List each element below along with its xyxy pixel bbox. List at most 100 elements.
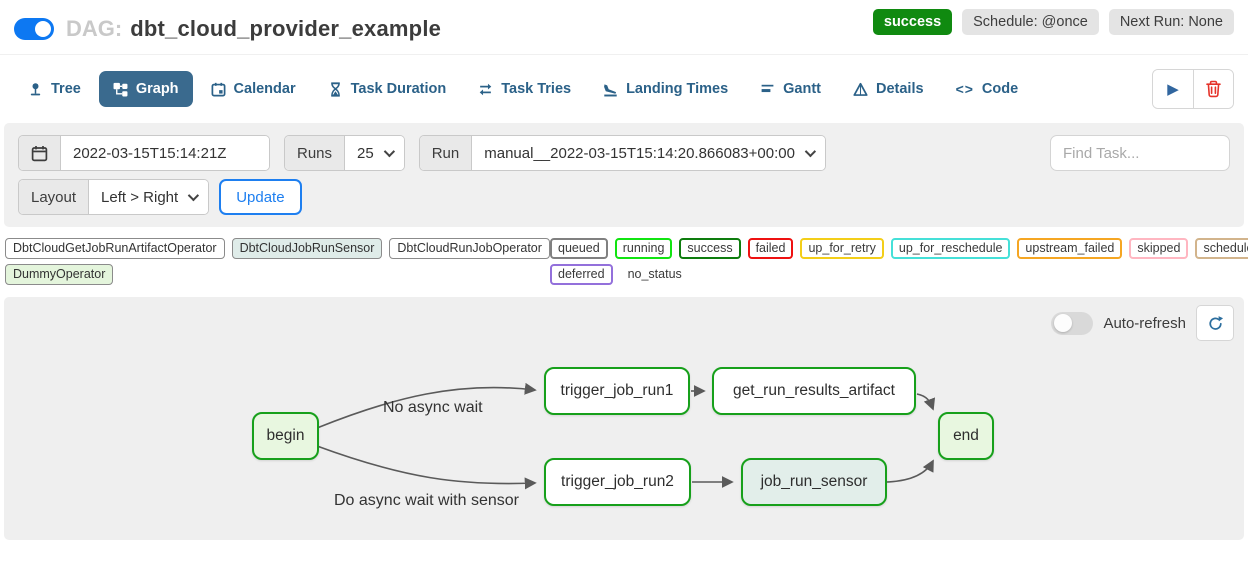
auto-refresh-label: Auto-refresh: [1103, 314, 1186, 332]
legend-state: scheduled: [1195, 238, 1248, 259]
legend-operator: DbtCloudRunJobOperator: [389, 238, 550, 259]
gantt-icon: [760, 82, 775, 97]
auto-refresh-toggle[interactable]: [1051, 311, 1094, 335]
legend-state: queued: [550, 238, 608, 259]
plane-landing-icon: [603, 82, 618, 97]
hourglass-icon: [328, 81, 343, 97]
header-badges: success Schedule: @once Next Run: None: [872, 9, 1234, 35]
status-badge: success: [872, 9, 953, 35]
tab-details[interactable]: Details: [839, 71, 938, 107]
dag-title: dbt_cloud_provider_example: [130, 16, 442, 41]
calendar-icon: [211, 82, 226, 97]
repeat-icon: [478, 82, 493, 97]
tab-label: Task Tries: [501, 81, 572, 97]
tab-label: Task Duration: [350, 81, 447, 97]
dag-prefix-label: DAG:: [66, 16, 123, 41]
edge-begin-trigger2: [316, 445, 537, 490]
trash-icon: [1206, 80, 1221, 98]
task-node-end[interactable]: end: [938, 412, 994, 460]
tab-landing-times[interactable]: Landing Times: [589, 71, 742, 107]
legend-state: no_status: [619, 264, 690, 285]
tab-calendar[interactable]: Calendar: [197, 71, 310, 107]
operator-legend-row: DummyOperator: [5, 264, 550, 285]
legend-state: failed: [747, 238, 794, 259]
task-node-job-run-sensor[interactable]: job_run_sensor: [741, 458, 887, 506]
tab-label: Code: [981, 81, 1019, 97]
chevron-down-icon: [187, 189, 200, 202]
play-icon: ▶: [1167, 81, 1179, 98]
legend-operator: DummyOperator: [5, 264, 114, 285]
refresh-button[interactable]: [1196, 305, 1234, 341]
legend-state: upstream_failed: [1017, 238, 1123, 259]
base-date-input[interactable]: [61, 136, 269, 170]
tree-icon: [28, 82, 43, 97]
state-legend-row: queued running success failed up_for_ret…: [550, 238, 1248, 259]
tab-label: Graph: [135, 81, 179, 97]
tab-code[interactable]: <> Code: [942, 71, 1033, 107]
run-select-value: manual__2022-03-15T15:14:20.866083+00:00: [484, 144, 795, 162]
tab-tree[interactable]: Tree: [14, 71, 95, 107]
state-legend: queued running success failed up_for_ret…: [550, 238, 1248, 285]
tab-label: Calendar: [233, 81, 296, 97]
graph-panel: Auto-refresh No async wait Do async wait…: [4, 297, 1244, 540]
find-task-input[interactable]: [1050, 135, 1230, 171]
tab-label: Gantt: [783, 81, 821, 97]
tab-gantt[interactable]: Gantt: [746, 71, 835, 107]
edge-begin-trigger1: [316, 382, 537, 429]
task-node-trigger-job-run1[interactable]: trigger_job_run1: [544, 367, 690, 415]
view-tabbar: Tree Graph Calendar Task Duration Task T…: [0, 55, 1248, 119]
legend-state: skipped: [1129, 238, 1189, 259]
runs-select-value: 25: [357, 144, 374, 162]
legend-state: deferred: [550, 264, 613, 285]
task-node-trigger-job-run2[interactable]: trigger_job_run2: [544, 458, 691, 506]
run-label: Run: [419, 136, 473, 170]
legend-state: up_for_reschedule: [890, 238, 1011, 259]
operator-legend-row: DbtCloudGetJobRunArtifactOperator DbtClo…: [5, 238, 550, 259]
toggle-knob: [1054, 314, 1073, 332]
edge-label-async-sensor: Do async wait with sensor: [334, 492, 519, 509]
tab-label: Tree: [51, 81, 81, 97]
edge-artifact-end: [916, 393, 936, 411]
dag-edges: [316, 382, 936, 490]
code-icon: <>: [955, 81, 974, 97]
tab-task-tries[interactable]: Task Tries: [464, 71, 585, 107]
calendar-addon: [19, 136, 61, 170]
legend-state: up_for_retry: [800, 238, 884, 259]
base-date-group: [18, 135, 270, 171]
legend-state: running: [614, 238, 673, 259]
legend-state: success: [679, 238, 741, 259]
layout-select[interactable]: Left > Right: [89, 180, 209, 214]
run-select[interactable]: manual__2022-03-15T15:14:20.866083+00:00: [472, 136, 825, 170]
task-node-get-run-results-artifact[interactable]: get_run_results_artifact: [712, 367, 916, 415]
layout-group: Layout Left > Right: [18, 179, 210, 215]
next-run-badge: Next Run: None: [1108, 9, 1234, 35]
runs-label: Runs: [285, 136, 346, 170]
chevron-down-icon: [804, 145, 817, 158]
toggle-knob: [35, 21, 51, 37]
layout-select-value: Left > Right: [101, 188, 179, 206]
trigger-dag-button[interactable]: ▶: [1153, 70, 1193, 108]
legend-operator: DbtCloudGetJobRunArtifactOperator: [5, 238, 225, 259]
run-group: Run manual__2022-03-15T15:14:20.866083+0…: [418, 135, 826, 171]
filter-panel: Runs 25 Run manual__2022-03-15T15:14:20.…: [4, 123, 1244, 227]
tab-graph[interactable]: Graph: [98, 71, 193, 107]
update-button[interactable]: Update: [219, 179, 302, 215]
tab-task-duration[interactable]: Task Duration: [314, 71, 461, 107]
schedule-badge: Schedule: @once: [962, 9, 1099, 35]
refresh-icon: [1208, 315, 1223, 330]
layout-label: Layout: [19, 180, 90, 214]
dag-pause-toggle[interactable]: [14, 18, 54, 40]
tab-label: Details: [876, 81, 924, 97]
edge-label-no-async: No async wait: [383, 399, 483, 416]
edge-sensor-end: [886, 459, 934, 483]
triangle-icon: [853, 82, 868, 97]
runs-select[interactable]: 25: [345, 136, 404, 170]
delete-dag-button[interactable]: [1193, 70, 1233, 108]
filter-row-2: Layout Left > Right Update: [18, 179, 1230, 215]
task-node-begin[interactable]: begin: [252, 412, 319, 460]
calendar-icon: [31, 145, 48, 161]
legend-operator: DbtCloudJobRunSensor: [231, 238, 383, 259]
operator-legend: DbtCloudGetJobRunArtifactOperator DbtClo…: [5, 238, 550, 285]
chevron-down-icon: [383, 145, 395, 158]
legend: DbtCloudGetJobRunArtifactOperator DbtClo…: [0, 227, 1248, 291]
